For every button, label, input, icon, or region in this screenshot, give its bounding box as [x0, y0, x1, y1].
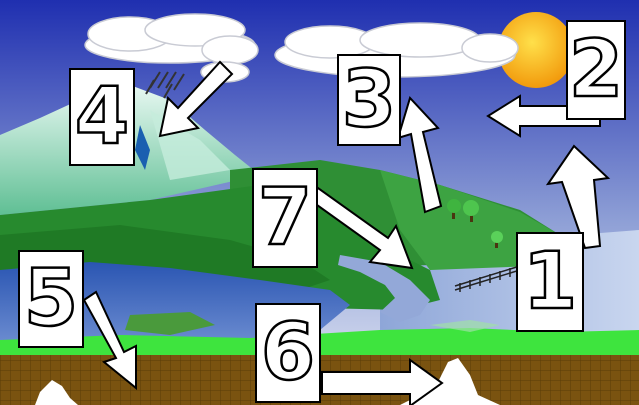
label-3: 3 — [342, 61, 396, 139]
label-box-3: 3 — [337, 54, 401, 146]
label-box-5: 5 — [18, 250, 84, 348]
label-5: 5 — [24, 260, 78, 338]
label-7: 7 — [258, 179, 312, 257]
label-box-4: 4 — [69, 68, 135, 166]
label-2: 2 — [569, 31, 623, 109]
label-4: 4 — [75, 78, 129, 156]
label-box-7: 7 — [252, 168, 318, 268]
label-box-1: 1 — [516, 232, 584, 332]
label-6: 6 — [261, 314, 315, 392]
label-box-6: 6 — [255, 303, 321, 403]
label-box-2: 2 — [566, 20, 626, 120]
label-1: 1 — [523, 243, 577, 321]
